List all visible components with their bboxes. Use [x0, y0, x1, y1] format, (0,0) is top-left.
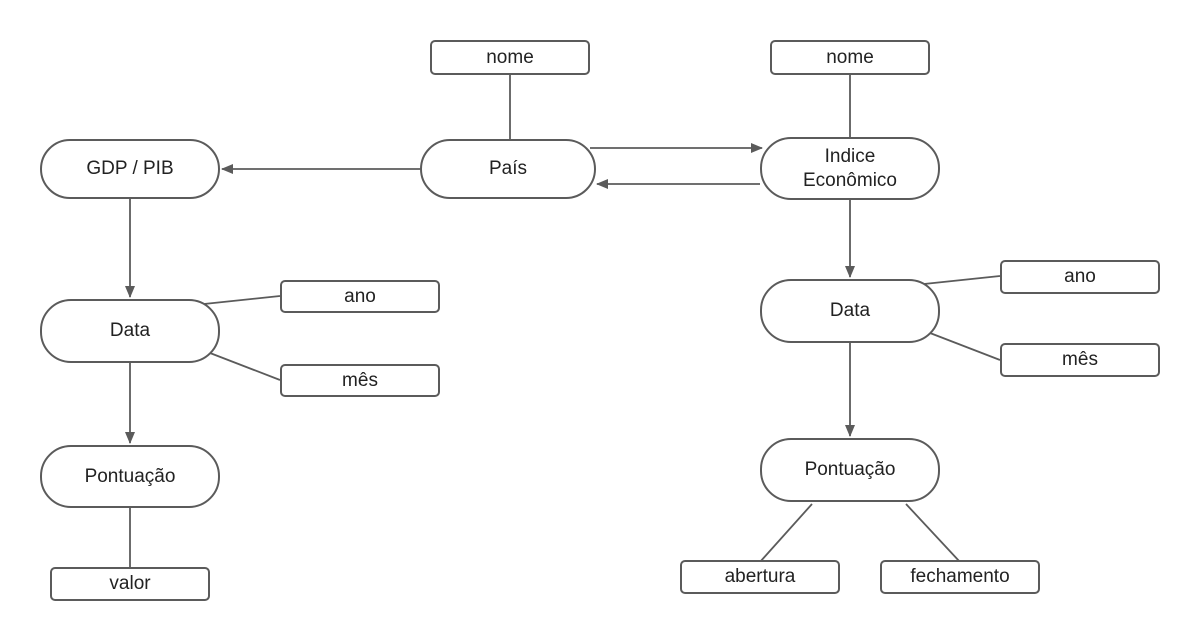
attribute-ano-left-label: ano: [344, 285, 376, 307]
attribute-ano-right-label: ano: [1064, 266, 1096, 287]
entity-pontuacao-right-label: Pontuação: [804, 459, 896, 480]
entity-data-left-label: Data: [109, 320, 151, 341]
attribute-nome-indice-label: nome: [826, 46, 874, 68]
entity-data-right[interactable]: Data: [760, 279, 940, 343]
link-data-right-mes: [929, 332, 1001, 361]
entity-data-right-label: Data: [829, 300, 871, 321]
attribute-fechamento[interactable]: fechamento: [880, 560, 1040, 594]
entity-pais[interactable]: País: [420, 139, 596, 199]
entity-indice-economico-label-line2: Econômico: [803, 169, 897, 191]
link-data-left-mes: [209, 352, 281, 381]
attribute-valor[interactable]: valor: [50, 567, 210, 601]
link-data-right-ano: [923, 275, 1001, 285]
attribute-mes-right[interactable]: mês: [1000, 343, 1160, 377]
attribute-abertura[interactable]: abertura: [680, 560, 840, 594]
attribute-nome-pais[interactable]: nome: [430, 40, 590, 75]
attribute-mes-right-label: mês: [1062, 349, 1098, 370]
entity-gdp-pib[interactable]: GDP / PIB: [40, 139, 220, 199]
attribute-ano-right[interactable]: ano: [1000, 260, 1160, 294]
attribute-fechamento-label: fechamento: [910, 566, 1010, 587]
attribute-abertura-label: abertura: [724, 566, 796, 587]
attribute-valor-label: valor: [109, 573, 151, 594]
link-data-left-ano: [203, 295, 281, 305]
entity-pontuacao-right[interactable]: Pontuação: [760, 438, 940, 502]
entity-pais-label: País: [488, 158, 528, 179]
attribute-nome-pais-label: nome: [486, 46, 534, 68]
entity-indice-economico[interactable]: Indice Econômico: [760, 137, 940, 200]
link-pontuacao-right-fechamento: [905, 503, 961, 563]
entity-pontuacao-left-label: Pontuação: [84, 465, 176, 487]
attribute-mes-left-label: mês: [342, 369, 378, 391]
entity-gdp-pib-label: GDP / PIB: [86, 158, 174, 179]
attribute-nome-indice[interactable]: nome: [770, 40, 930, 75]
attribute-mes-left[interactable]: mês: [280, 364, 440, 397]
link-pontuacao-right-abertura: [759, 503, 813, 563]
entity-data-left[interactable]: Data: [40, 299, 220, 363]
entity-indice-economico-label-line1: Indice: [824, 145, 876, 167]
attribute-ano-left[interactable]: ano: [280, 280, 440, 313]
entity-pontuacao-left[interactable]: Pontuação: [40, 445, 220, 508]
